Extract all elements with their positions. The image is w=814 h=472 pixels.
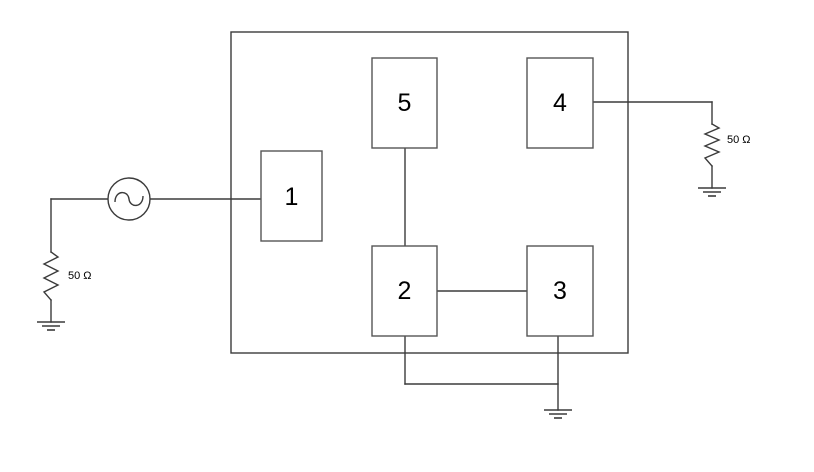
resistor-input: 50 Ω bbox=[42, 251, 92, 301]
resistor-input-zigzag bbox=[42, 251, 60, 301]
ground-input bbox=[37, 321, 65, 331]
resistor-input-label: 50 Ω bbox=[68, 270, 92, 282]
block-5-label: 5 bbox=[398, 89, 412, 117]
block-1[interactable]: 1 bbox=[260, 150, 323, 242]
ac-source bbox=[107, 177, 151, 221]
block-2[interactable]: 2 bbox=[371, 245, 438, 337]
wire-group bbox=[50, 101, 713, 411]
ground-bottom bbox=[544, 409, 572, 419]
block-3-label: 3 bbox=[553, 277, 567, 305]
system-enclosure-box bbox=[230, 31, 629, 354]
block-3[interactable]: 3 bbox=[526, 245, 594, 337]
resistor-output-zigzag bbox=[703, 123, 721, 167]
block-2-rect[interactable] bbox=[371, 245, 438, 337]
block-3-rect[interactable] bbox=[526, 245, 594, 337]
block-5-rect[interactable] bbox=[371, 57, 438, 149]
block-4[interactable]: 4 bbox=[526, 57, 594, 149]
resistor-output-label: 50 Ω bbox=[727, 134, 751, 146]
block-4-rect[interactable] bbox=[526, 57, 594, 149]
ground-output bbox=[698, 187, 726, 197]
resistor-output: 50 Ω bbox=[703, 123, 751, 167]
block-1-rect[interactable] bbox=[260, 150, 323, 242]
block-5[interactable]: 5 bbox=[371, 57, 438, 149]
block-2-label: 2 bbox=[398, 277, 412, 305]
sine-wave-icon bbox=[114, 191, 144, 207]
block-1-label: 1 bbox=[285, 183, 299, 211]
block-4-label: 4 bbox=[553, 89, 567, 117]
